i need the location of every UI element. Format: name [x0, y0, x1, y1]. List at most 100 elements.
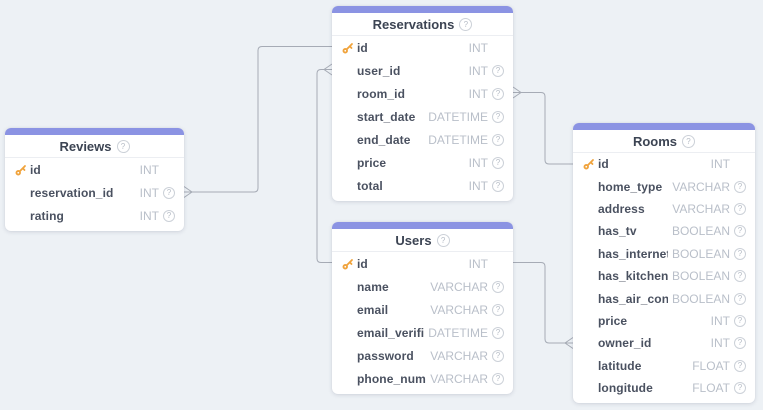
icon-column: ? — [488, 303, 504, 316]
table-note-icon[interactable]: ? — [459, 17, 473, 31]
field-note-icon[interactable]: ? — [492, 280, 504, 293]
table-header: Users ? — [332, 229, 513, 252]
field-type: INT — [468, 256, 488, 271]
icon-column: ? — [730, 359, 746, 372]
field-name: name — [357, 279, 389, 294]
field-note-icon[interactable]: ? — [492, 179, 504, 192]
field-note-icon[interactable]: ? — [734, 314, 746, 327]
field-note-icon[interactable]: ? — [734, 270, 746, 283]
field-type: VARCHAR — [430, 279, 488, 294]
crow-foot-icon — [564, 337, 574, 349]
field-type: FLOAT — [692, 358, 730, 373]
field-note-icon[interactable]: ? — [734, 225, 746, 238]
icon-column: ? — [488, 87, 504, 100]
field-note-icon[interactable]: ? — [163, 186, 175, 199]
field-row[interactable]: email_verified_atDATETIME? — [332, 321, 513, 344]
field-note-icon[interactable]: ? — [492, 303, 504, 316]
field-note-icon[interactable]: ? — [734, 292, 746, 305]
table-note-icon[interactable]: ? — [116, 139, 130, 153]
table-header: Reviews ? — [5, 135, 184, 158]
relationship-reservations-rooms — [512, 86, 573, 165]
icon-column: ? — [730, 382, 746, 395]
table-header-bar — [332, 6, 513, 13]
field-name: room_id — [357, 86, 406, 101]
field-note-icon[interactable]: ? — [492, 87, 504, 100]
table-note-icon[interactable]: ? — [436, 233, 450, 247]
field-type: DATETIME — [428, 109, 488, 124]
field-note-icon[interactable]: ? — [492, 326, 504, 339]
field-note-icon[interactable]: ? — [492, 349, 504, 362]
field-note-icon[interactable]: ? — [734, 202, 746, 215]
field-type: FLOAT — [692, 381, 730, 396]
table-header: Rooms ? — [573, 130, 755, 153]
field-type: DATETIME — [428, 325, 488, 340]
field-row[interactable]: name VARCHAR? — [332, 275, 513, 298]
crow-foot-icon — [512, 86, 522, 99]
field-note-icon[interactable]: ? — [492, 64, 504, 77]
field-note-icon[interactable]: ? — [734, 359, 746, 372]
icon-column: ? — [488, 349, 504, 362]
field-type: INT — [468, 178, 488, 193]
field-note-icon[interactable]: ? — [734, 180, 746, 193]
field-note-icon[interactable]: ? — [734, 337, 746, 350]
field-note-icon[interactable]: ? — [492, 372, 504, 385]
field-type: INT — [710, 313, 730, 328]
field-note-icon[interactable]: ? — [163, 209, 175, 222]
table-title: Users — [395, 232, 432, 248]
field-note-icon[interactable]: ? — [492, 156, 504, 169]
table-note-icon[interactable]: ? — [682, 134, 696, 148]
field-name: email_verified_at — [357, 325, 425, 340]
field-type: INT — [468, 155, 488, 170]
field-type: VARCHAR — [672, 179, 730, 194]
field-type: INT — [468, 40, 488, 55]
field-type: INT — [710, 157, 730, 172]
field-note-icon[interactable]: ? — [492, 133, 504, 146]
icon-column: ? — [488, 64, 504, 77]
table-title: Rooms — [632, 133, 678, 149]
table-title: Reservations — [372, 16, 455, 32]
field-name: reservation_id — [30, 185, 114, 200]
field-type: INT — [468, 63, 488, 78]
relationship-users-reservations — [316, 63, 333, 263]
field-name: rating — [30, 208, 64, 223]
field-note-icon[interactable]: ? — [734, 247, 746, 260]
field-note-icon[interactable]: ? — [734, 382, 746, 395]
crow-foot-icon — [323, 63, 333, 76]
field-row[interactable]: phone_numberVARCHAR? — [332, 367, 513, 390]
relationship-users-rooms — [513, 262, 574, 349]
icon-column: ? — [488, 179, 504, 192]
field-note-icon[interactable]: ? — [492, 110, 504, 123]
field-name: has_tv — [598, 224, 637, 239]
